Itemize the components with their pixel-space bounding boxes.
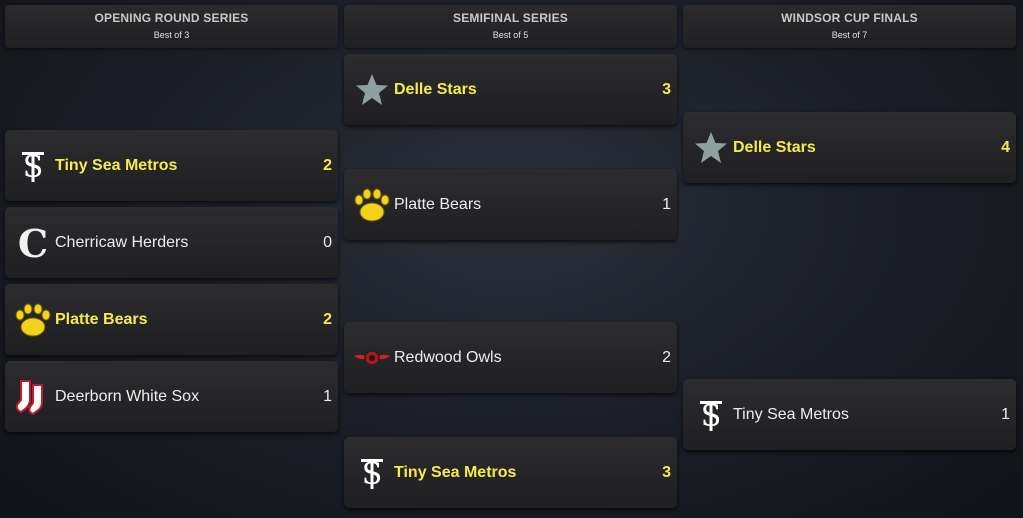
team-card-semifinal-2[interactable]: Platte Bears 1 — [344, 169, 677, 240]
team-name: Tiny Sea Metros — [394, 463, 517, 481]
team-name: Cherricaw Herders — [55, 233, 189, 251]
series-score: 1 — [323, 387, 332, 405]
team-card-opening-4[interactable]: Deerborn White Sox 1 — [5, 361, 338, 432]
team-card-semifinal-4[interactable]: S Tiny Sea Metros 3 — [344, 437, 677, 508]
bear-paw-icon — [352, 185, 392, 225]
team-card-semifinal-3[interactable]: Redwood Owls 2 — [344, 322, 677, 393]
team-name: Platte Bears — [394, 195, 482, 213]
column-subtitle: Best of 3 — [153, 30, 190, 40]
series-score: 4 — [1001, 138, 1010, 156]
team-name: Redwood Owls — [394, 348, 502, 366]
column-header-opening: OPENING ROUND SERIES Best of 3 — [5, 5, 338, 48]
team-card-opening-2[interactable]: C Cherricaw Herders 0 — [5, 207, 338, 278]
team-card-opening-1[interactable]: S Tiny Sea Metros 2 — [5, 130, 338, 201]
ts-monogram-icon: S — [691, 395, 731, 435]
column-title: SEMIFINAL SERIES — [453, 11, 568, 25]
owl-wings-icon — [352, 338, 392, 378]
series-score: 3 — [662, 463, 671, 481]
column-subtitle: Best of 7 — [831, 30, 868, 40]
team-card-finals-1[interactable]: Delle Stars 4 — [683, 112, 1016, 183]
series-score: 1 — [662, 195, 671, 213]
ts-monogram-icon: S — [352, 453, 392, 493]
series-score: 2 — [662, 348, 671, 366]
series-score: 2 — [323, 310, 332, 328]
column-header-finals: WINDSOR CUP FINALS Best of 7 — [683, 5, 1016, 48]
series-score: 0 — [323, 233, 332, 251]
team-card-semifinal-1[interactable]: Delle Stars 3 — [344, 54, 677, 125]
series-score: 1 — [1001, 405, 1010, 423]
team-card-opening-3[interactable]: Platte Bears 2 — [5, 284, 338, 355]
column-subtitle: Best of 5 — [492, 30, 529, 40]
column-title: WINDSOR CUP FINALS — [781, 11, 918, 25]
star-icon — [691, 128, 731, 168]
series-score: 3 — [662, 80, 671, 98]
series-score: 2 — [323, 156, 332, 174]
team-name: Tiny Sea Metros — [733, 405, 849, 423]
sox-icon — [13, 377, 53, 417]
team-name: Deerborn White Sox — [55, 387, 200, 405]
team-card-finals-2[interactable]: S Tiny Sea Metros 1 — [683, 379, 1016, 450]
c-letter-icon: C — [13, 223, 53, 263]
star-icon — [352, 70, 392, 110]
team-name: Delle Stars — [394, 80, 477, 98]
team-name: Tiny Sea Metros — [55, 156, 178, 174]
column-title: OPENING ROUND SERIES — [94, 11, 249, 25]
team-name: Platte Bears — [55, 310, 148, 328]
team-name: Delle Stars — [733, 138, 816, 156]
svg-text:C: C — [18, 223, 48, 263]
bear-paw-icon — [13, 300, 53, 340]
column-header-semifinal: SEMIFINAL SERIES Best of 5 — [344, 5, 677, 48]
ts-monogram-icon: S — [13, 146, 53, 186]
